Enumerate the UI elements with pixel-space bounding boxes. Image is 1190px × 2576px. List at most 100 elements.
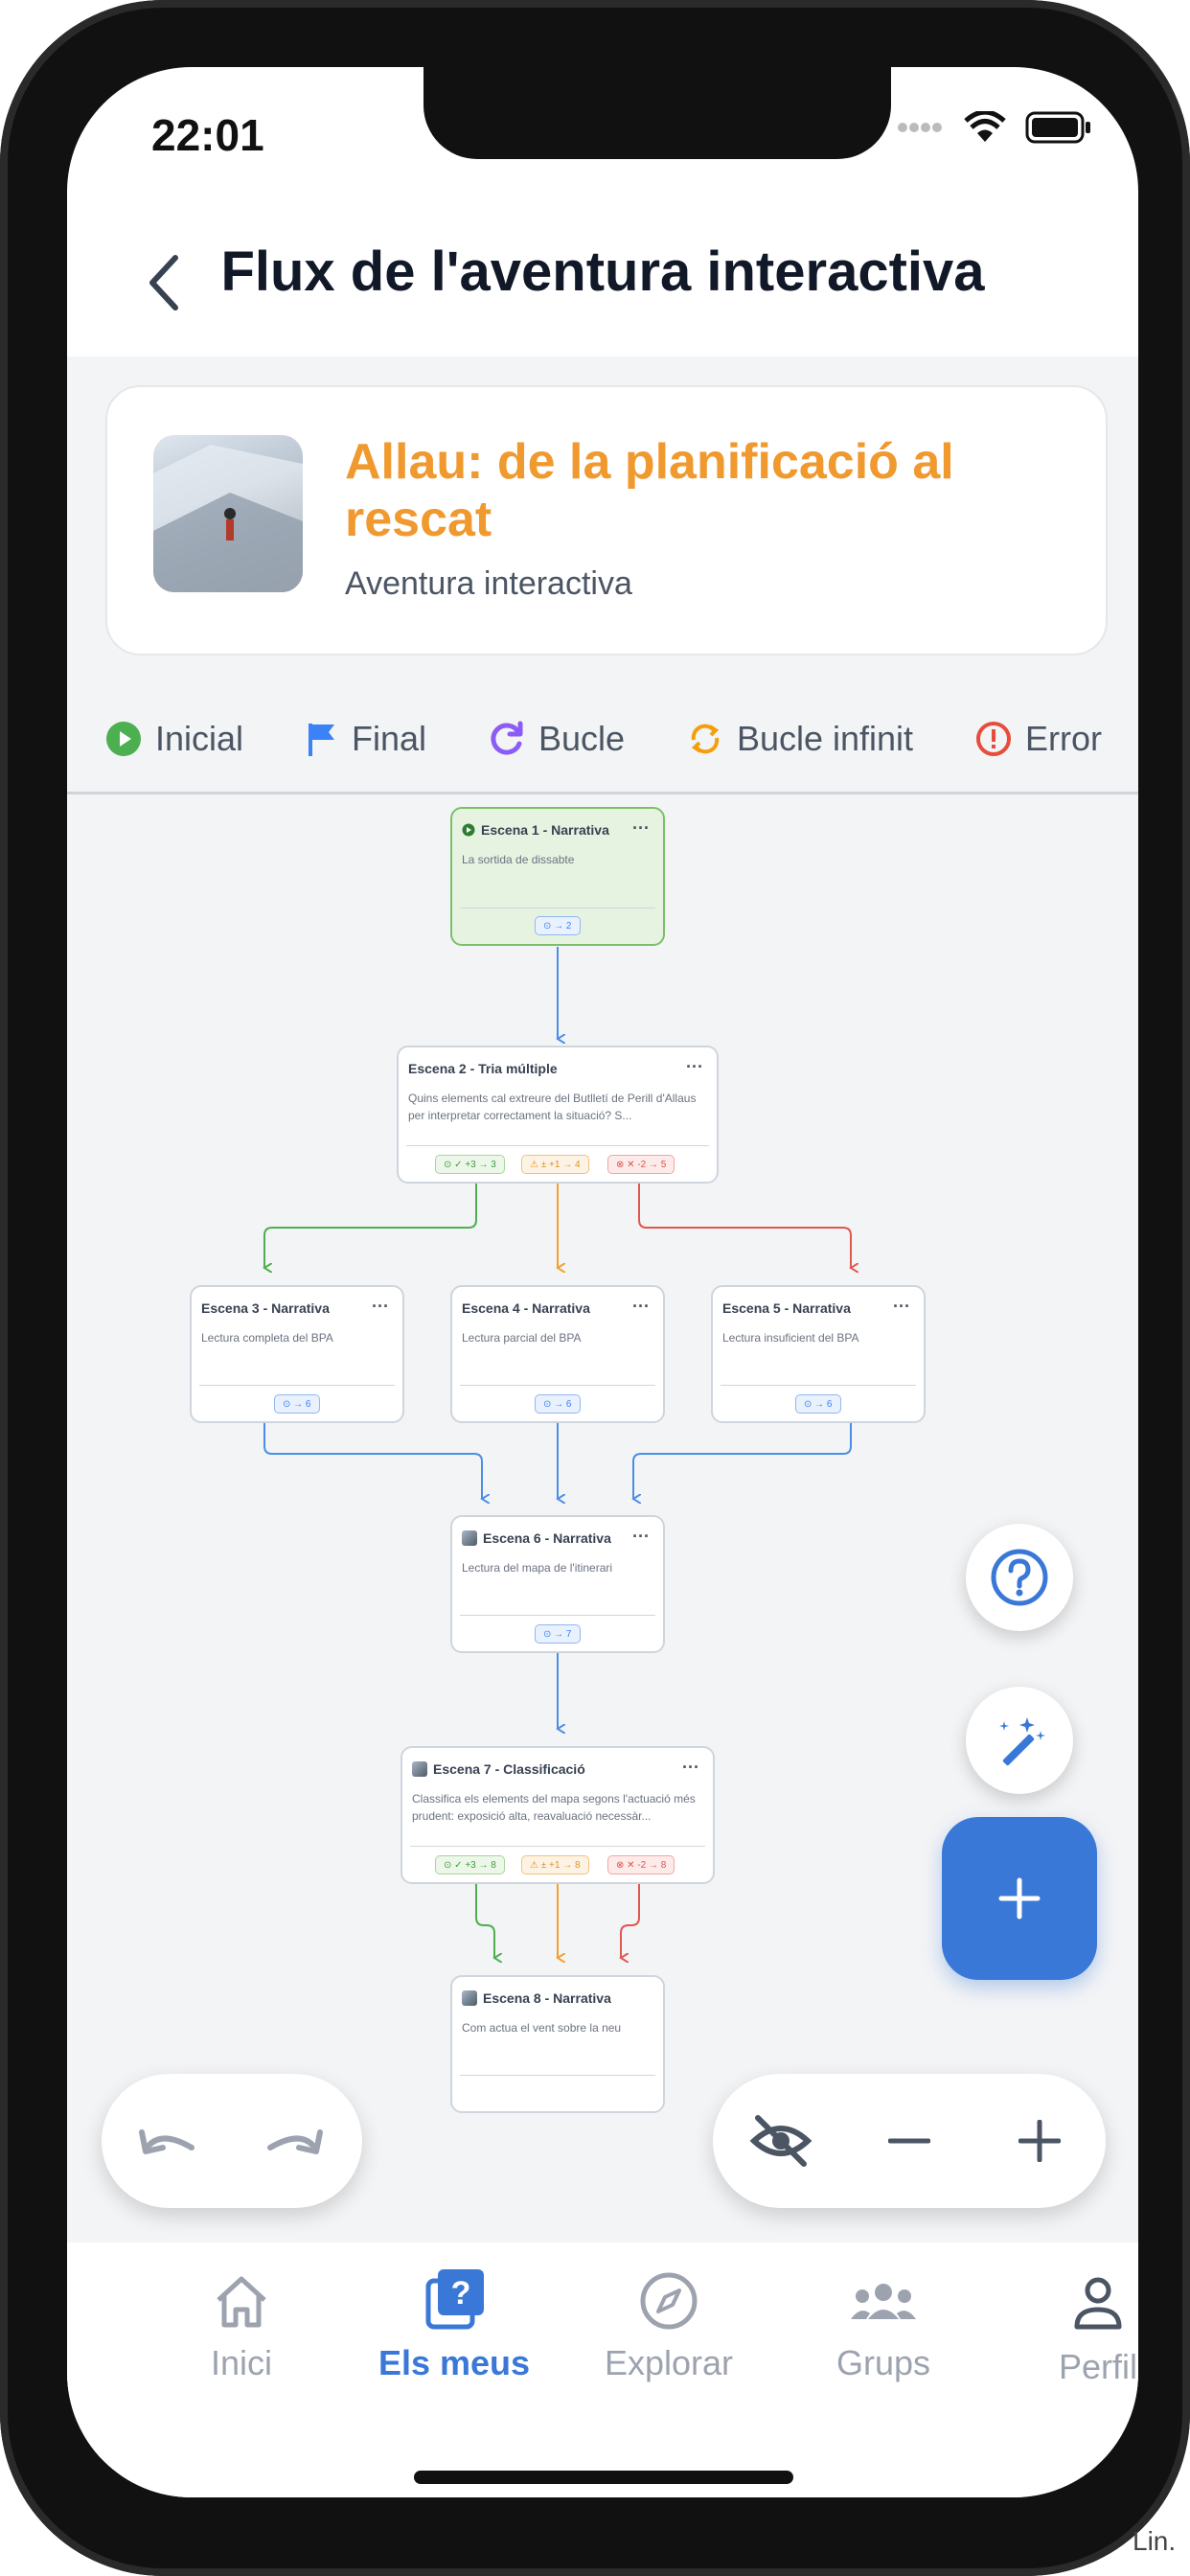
adventure-title: Allau: de la planificació al rescat: [345, 434, 954, 547]
tab-label: Els meus: [378, 2343, 531, 2382]
node-title-text: Escena 1 - Narrativa: [481, 822, 609, 838]
flow-node-2[interactable]: Escena 2 - Tria múltiple ··· Quins eleme…: [397, 1046, 719, 1184]
page-title: Flux de l'aventura interactiva: [220, 241, 985, 303]
flow-node-4[interactable]: Escena 4 - Narrativa ··· Lectura parcial…: [450, 1285, 665, 1423]
node-menu-icon[interactable]: ···: [686, 1057, 703, 1076]
scene-image-icon: [412, 1761, 427, 1777]
node-description: Classifica els elements del mapa segons …: [412, 1792, 696, 1823]
node-divider: [460, 1385, 655, 1386]
app-screen: 22:01 Flux de l'aventura interactiva All…: [67, 67, 1138, 2497]
node-title-text: Escena 2 - Tria múltiple: [408, 1061, 558, 1076]
status-time: 22:01: [151, 110, 264, 160]
node-divider: [721, 1385, 916, 1386]
node-title: Escena 1 - Narrativa: [462, 822, 609, 838]
tab-grups[interactable]: Grups: [797, 2271, 970, 2383]
magic-wand-icon: [999, 1717, 1045, 1766]
node-divider: [406, 1145, 709, 1146]
legend-label: Error: [1025, 719, 1102, 758]
node-description: Lectura del mapa de l'itinerari: [462, 1561, 613, 1575]
scene-image-icon: [462, 1990, 477, 2006]
redo-button[interactable]: [255, 2108, 332, 2175]
flow-node-6[interactable]: Escena 6 - Narrativa ··· Lectura del map…: [450, 1515, 665, 1653]
profile-icon: [1074, 2277, 1122, 2330]
node-link-chip: ⊙ → 6: [535, 1394, 581, 1414]
tab-label: Perfil: [1058, 2347, 1138, 2386]
flag-icon: [308, 724, 334, 756]
node-description: Quins elements cal extreure del Butlletí…: [408, 1092, 697, 1122]
node-description: Lectura parcial del BPA: [462, 1331, 582, 1345]
node-link-chip: ⊙ → 7: [535, 1624, 581, 1644]
tab-explorar[interactable]: Explorar: [583, 2271, 755, 2383]
node-success-chip: ⊙ ✓ +3 → 8: [435, 1855, 505, 1874]
notch: [423, 67, 891, 159]
legend-item-error: Error: [975, 719, 1102, 759]
node-title: Escena 3 - Narrativa: [201, 1300, 330, 1316]
toggle-visibility-button[interactable]: [738, 2106, 824, 2175]
node-link-chip: ⊙ → 6: [795, 1394, 841, 1414]
node-divider: [460, 2075, 655, 2076]
zoom-in-button[interactable]: [996, 2106, 1083, 2175]
node-title: Escena 2 - Tria múltiple: [408, 1061, 558, 1076]
node-divider: [460, 1615, 655, 1616]
tab-els-meus[interactable]: ? Els meus: [368, 2267, 540, 2383]
groups-icon: [851, 2284, 916, 2319]
flow-node-3[interactable]: Escena 3 - Narrativa ··· Lectura complet…: [190, 1285, 404, 1423]
node-success-chip: ⊙ ✓ +3 → 3: [435, 1155, 505, 1174]
svg-text:?: ?: [451, 2275, 471, 2312]
help-button[interactable]: [966, 1524, 1073, 1631]
flow-canvas[interactable]: Escena 1 - Narrativa ··· La sortida de d…: [67, 794, 1138, 2310]
node-title: Escena 6 - Narrativa: [462, 1530, 611, 1546]
adventure-subtitle: Aventura interactiva: [345, 565, 632, 602]
node-menu-icon[interactable]: ···: [632, 1297, 650, 1316]
node-menu-icon[interactable]: ···: [632, 1527, 650, 1546]
node-description: Com actua el vent sobre la neu: [462, 2021, 622, 2035]
scene-image-icon: [462, 1530, 477, 1546]
wifi-icon: [964, 109, 1006, 149]
flow-node-5[interactable]: Escena 5 - Narrativa ··· Lectura insufic…: [711, 1285, 926, 1423]
adventure-thumbnail: [153, 435, 303, 592]
home-indicator: [414, 2471, 793, 2484]
minus-icon: [888, 2138, 930, 2144]
flow-node-1[interactable]: Escena 1 - Narrativa ··· La sortida de d…: [450, 807, 665, 946]
node-partial-chip: ⚠ ± +1 → 8: [521, 1855, 589, 1874]
node-menu-icon[interactable]: ···: [682, 1758, 699, 1777]
signal-icon: [897, 121, 945, 139]
play-circle-icon: [106, 722, 141, 756]
node-title-text: Escena 3 - Narrativa: [201, 1300, 330, 1316]
back-button[interactable]: [121, 240, 207, 326]
node-link-chip: ⊙ → 6: [274, 1394, 320, 1414]
tab-perfil[interactable]: Perfil: [1012, 2271, 1138, 2387]
legend-item-final: Final: [306, 719, 426, 759]
home-icon: [217, 2276, 266, 2328]
flow-node-8[interactable]: Escena 8 - Narrativa Com actua el vent s…: [450, 1975, 665, 2113]
background-fragment: Lin.: [1133, 2526, 1177, 2556]
node-title-text: Escena 5 - Narrativa: [722, 1300, 851, 1316]
node-menu-icon[interactable]: ···: [632, 818, 650, 838]
add-scene-button[interactable]: [942, 1817, 1097, 1980]
legend-label: Final: [351, 719, 427, 758]
flow-connectors: [67, 947, 1138, 2310]
zoom-controls-pill: [713, 2074, 1106, 2208]
plus-icon: [998, 1877, 1041, 1920]
node-link-chip: ⊙ → 2: [535, 916, 581, 935]
node-fail-chip: ⊗ ✕ -2 → 5: [607, 1155, 675, 1174]
tab-inici[interactable]: Inici: [155, 2271, 328, 2383]
legend-item-bucle-infinit: Bucle infinit: [687, 719, 913, 759]
node-menu-icon[interactable]: ···: [372, 1297, 389, 1316]
adventure-card[interactable]: Allau: de la planificació al rescat Aven…: [105, 385, 1108, 656]
tab-label: Grups: [835, 2343, 931, 2382]
redo-icon: [267, 2129, 323, 2154]
node-menu-icon[interactable]: ···: [893, 1297, 910, 1316]
zoom-out-button[interactable]: [866, 2106, 952, 2175]
eye-off-icon: [749, 2115, 812, 2167]
undo-button[interactable]: [130, 2108, 207, 2175]
tab-label: Explorar: [604, 2343, 734, 2382]
compass-icon: [640, 2272, 698, 2330]
play-circle-icon: [462, 823, 475, 837]
battery-icon: [1025, 111, 1092, 149]
flow-node-7[interactable]: Escena 7 - Classificació ··· Classifica …: [400, 1746, 715, 1884]
help-icon: [991, 1549, 1048, 1606]
node-description: Lectura completa del BPA: [201, 1331, 333, 1345]
magic-wand-button[interactable]: [966, 1687, 1073, 1794]
node-title-text: Escena 6 - Narrativa: [483, 1530, 611, 1546]
